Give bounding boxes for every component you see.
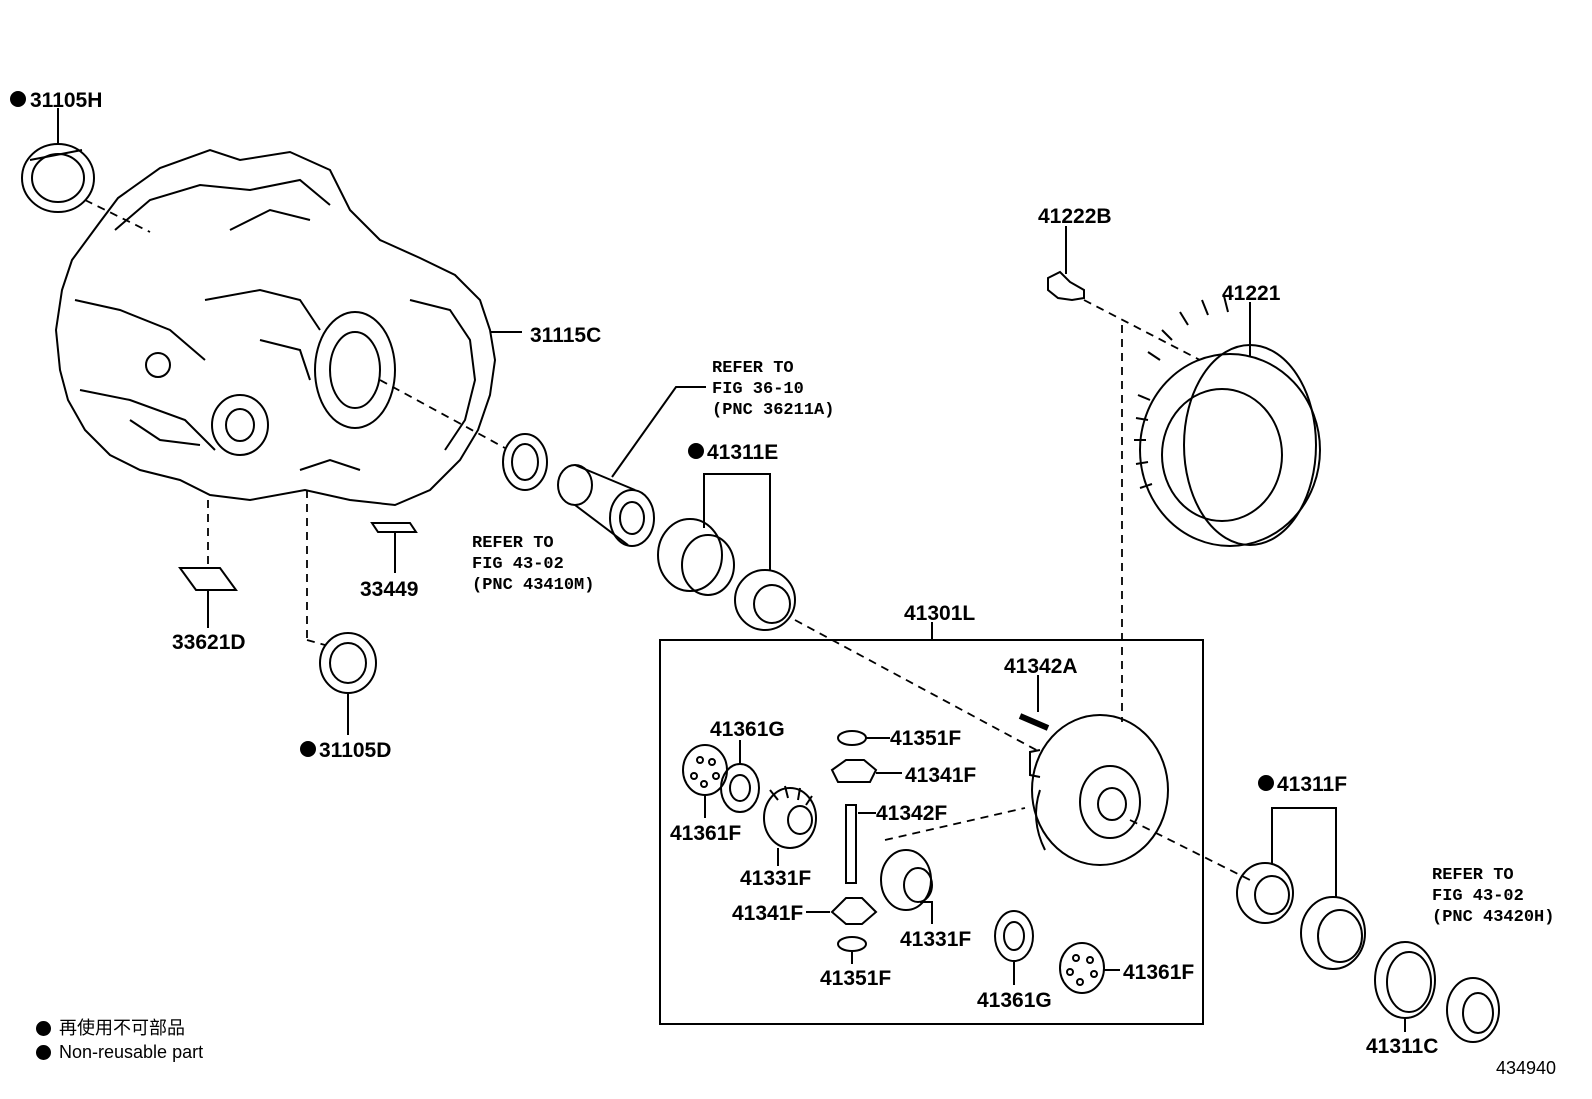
non-reusable-marker [300,741,316,757]
non-reusable-marker [688,443,704,459]
ref-36-line1: REFER TO [712,359,794,378]
ref-43a-line3: (PNC 43410M) [472,576,594,595]
label-41222B: 41222B [1038,205,1112,228]
bolt-41222B [1047,270,1085,302]
legend-dot [36,1044,51,1060]
oil-seal-43420H [1446,977,1500,1043]
label-41342A: 41342A [1004,655,1078,678]
label-41351F-top: 41351F [890,727,961,750]
ref-43b-line3: (PNC 43420H) [1432,908,1554,927]
label-41341F-top: 41341F [905,764,976,787]
bearing-race-41311E [657,518,735,596]
bearing-41311E [734,569,796,631]
label-41361F-right: 41361F [1123,961,1194,984]
legend: 再使用不可部品 Non-reusable part [36,1016,203,1064]
label-31115C: 31115C [530,324,601,347]
differential-assembly-box [659,639,1204,1025]
plate-33621D [178,567,238,591]
label-41361G-top: 41361G [710,718,785,741]
label-33621D: 33621D [172,631,246,654]
thrust-washer-41361G-bottom [994,910,1034,962]
label-41301L: 41301L [904,602,975,625]
pinion-gear-41341F-top [830,759,878,783]
bearing-41311F [1236,862,1294,924]
label-41221: 41221 [1222,282,1281,305]
label-41361F-left: 41361F [670,822,741,845]
plate-33449 [370,522,418,533]
label-33449: 33449 [360,578,418,601]
ring-gear-41221 [1134,295,1321,547]
ref-36-line3: (PNC 36211A) [712,401,834,420]
legend-dot [36,1020,51,1036]
legend-row-japanese: 再使用不可部品 [36,1016,203,1040]
label-31105D: 31105D [319,739,391,762]
label-41331F-right: 41331F [900,928,971,951]
label-41361G-bottom: 41361G [977,989,1052,1012]
oil-seal-31105H [21,143,95,213]
bearing-race-41311F [1300,896,1366,970]
ref-36-line2: FIG 36-10 [712,380,804,399]
label-41342F: 41342F [876,802,947,825]
transaxle-housing [54,148,497,507]
non-reusable-marker [1258,775,1274,791]
pinion-washer-41351F-bottom [837,936,867,952]
side-gear-41331F-left [763,785,817,849]
label-41311C: 41311C [1366,1035,1438,1058]
label-41311E: 41311E [707,441,778,464]
thrust-washer-41361F-right [1059,942,1105,994]
side-gear-41331F-right [880,849,933,911]
label-41351F-bottom: 41351F [820,967,891,990]
pinion-washer-41351F-top [837,730,867,746]
sleeve-36211A [557,464,655,547]
ref-43b-line1: REFER TO [1432,866,1514,885]
figure-number: 434940 [1496,1058,1557,1078]
ref-43a-line1: REFER TO [472,534,554,553]
oil-seal-43410M [502,433,548,491]
label-41331F-left: 41331F [740,867,811,890]
thrust-washer-41361F-left [682,744,728,796]
differential-case [1029,714,1169,866]
pin-41342A [1018,713,1050,731]
oil-seal-31105D [319,632,377,694]
ref-43b-line2: FIG 43-02 [1432,887,1524,906]
legend-text-japanese: 再使用不可部品 [59,1018,185,1038]
ref-43a-line2: FIG 43-02 [472,555,564,574]
label-41341F-bottom: 41341F [732,902,803,925]
pinion-shaft-41342F [845,804,857,884]
pinion-gear-41341F-bottom [830,897,878,925]
label-31105H: 31105H [30,89,102,112]
label-41311F: 41311F [1277,773,1347,796]
legend-text-english: Non-reusable part [59,1042,204,1062]
shim-41311C [1374,941,1436,1019]
legend-row-english: Non-reusable part [36,1040,203,1064]
non-reusable-marker [10,91,26,107]
